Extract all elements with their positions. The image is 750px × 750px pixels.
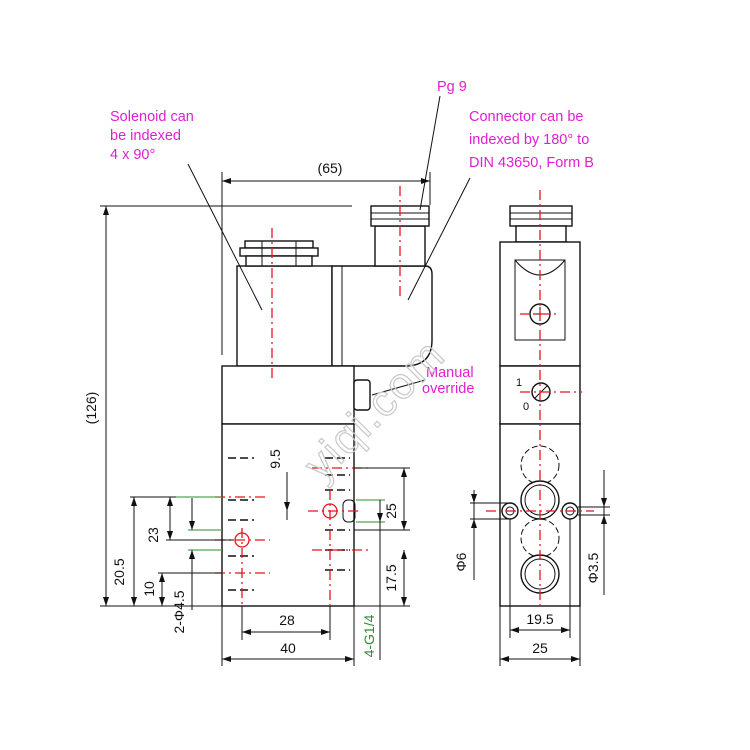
dim-9-5: 9.5 (267, 449, 283, 469)
override-off-label: 0 (523, 401, 529, 413)
dim-2-phi-4-5: 2-Φ4.5 (171, 590, 187, 633)
connector-block (331, 265, 433, 367)
dim-28: 28 (279, 612, 295, 628)
note-connector-1: Connector can be (469, 109, 583, 125)
front-view: (65) (126) 20.5 10 23 2-Φ4.5 9.5 (83, 160, 433, 666)
note-solenoid-3: 4 x 90° (110, 147, 155, 163)
solenoid-nut (239, 247, 319, 257)
valve-main-body (221, 423, 355, 607)
override-on-label: 1 (516, 377, 522, 389)
dim-25-side: 25 (383, 503, 399, 519)
dim-10: 10 (141, 581, 157, 597)
note-connector-2: indexed by 180° to (469, 132, 589, 148)
dim-17-5: 17.5 (383, 564, 399, 591)
side-neck (515, 225, 567, 243)
note-pg: Pg 9 (437, 79, 467, 95)
note-solenoid-1: Solenoid can (110, 109, 194, 125)
leader-pg (419, 95, 441, 211)
dim-20-5: 20.5 (111, 558, 127, 585)
annotation-leaders (187, 95, 471, 396)
note-connector-3: DIN 43650, Form B (469, 155, 594, 171)
solenoid-coil (236, 265, 333, 367)
solenoid-nut (244, 240, 314, 249)
dim-4-g1-4: 4-G1/4 (361, 614, 377, 657)
note-solenoid-2: be indexed (110, 128, 181, 144)
note-manual-1: Manual (426, 365, 474, 381)
valve-pilot-body (221, 365, 355, 425)
dim-126: (126) (83, 392, 99, 425)
side-gland (509, 205, 573, 227)
side-view: 1 0 Φ6 Φ3.5 (453, 190, 610, 666)
leader-solenoid (187, 163, 263, 311)
solenoid-nut (245, 255, 313, 267)
manual-override-button (353, 379, 371, 411)
dim-25-bottom: 25 (532, 640, 548, 656)
dim-40: 40 (280, 640, 296, 656)
dim-phi-6: Φ6 (453, 552, 469, 571)
dim-65: (65) (318, 160, 343, 176)
dim-19-5: 19.5 (526, 611, 553, 627)
leader-manual (371, 379, 426, 396)
note-manual-2: override (422, 381, 474, 397)
dim-23: 23 (145, 527, 161, 543)
dim-phi-3-5: Φ3.5 (585, 552, 601, 583)
annotation-texts: Solenoid can be indexed 4 x 90° Pg 9 Con… (110, 79, 594, 397)
leader-connector (407, 177, 471, 301)
